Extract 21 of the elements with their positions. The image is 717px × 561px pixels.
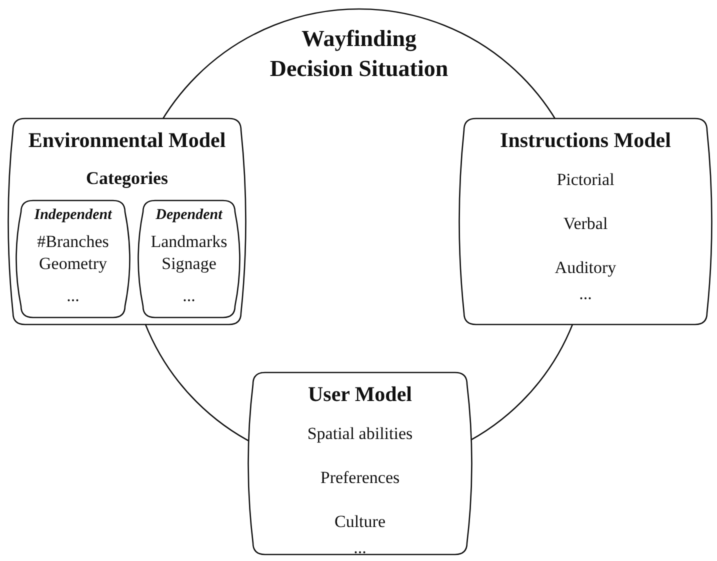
- list-item: #Branches: [37, 232, 109, 252]
- list-item: Signage: [162, 254, 216, 274]
- list-item: ...: [66, 286, 80, 306]
- list-item: Preferences: [320, 468, 400, 488]
- list-item: ...: [579, 284, 592, 304]
- model-heading: User Model: [308, 382, 412, 407]
- section-heading: Categories: [86, 168, 168, 189]
- category-heading: Independent: [34, 207, 112, 224]
- list-item: ...: [354, 538, 366, 558]
- list-item: Landmarks: [150, 232, 228, 252]
- circle-label: Wayfinding Decision Situation: [268, 25, 450, 83]
- model-heading: Instructions Model: [500, 128, 671, 153]
- list-item: Auditory: [554, 258, 616, 278]
- list-item: Pictorial: [556, 170, 614, 190]
- model-heading: Environmental Model: [28, 128, 226, 153]
- list-item: Verbal: [563, 214, 608, 234]
- category-heading: Dependent: [156, 207, 222, 224]
- list-item: ...: [182, 286, 196, 306]
- list-item: Spatial abilities: [307, 424, 413, 444]
- list-item: Culture: [334, 512, 386, 532]
- list-item: Geometry: [39, 254, 107, 274]
